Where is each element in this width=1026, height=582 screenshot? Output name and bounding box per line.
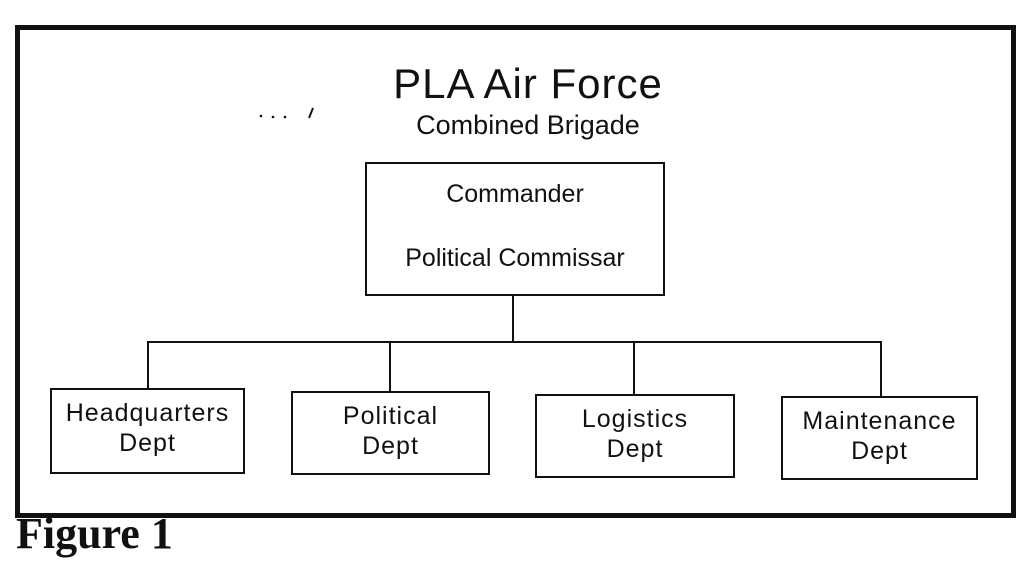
connector-drop-political xyxy=(389,341,391,391)
dept-name: Logistics xyxy=(581,405,689,433)
dept-name: Political xyxy=(342,402,439,430)
dept-name: Maintenance xyxy=(802,407,957,435)
dept-name: Headquarters xyxy=(65,399,230,427)
figure-caption: Figure 1 xyxy=(16,509,173,558)
dept-suffix: Dept xyxy=(362,432,419,460)
command-box: Commander Political Commissar xyxy=(365,162,665,296)
stray-ink-marks xyxy=(259,107,314,119)
dept-suffix: Dept xyxy=(606,435,664,463)
dept-box-political: Political Dept xyxy=(291,391,490,475)
diagram-frame xyxy=(15,25,1016,518)
connector-trunk xyxy=(512,296,514,342)
connector-drop-maintenance xyxy=(880,341,882,396)
political-commissar-label: Political Commissar xyxy=(405,244,625,272)
dept-suffix: Dept xyxy=(119,429,176,457)
diagram-title: PLA Air Force xyxy=(393,60,663,107)
commander-label: Commander xyxy=(446,180,584,208)
dept-box-logistics: Logistics Dept xyxy=(535,394,735,478)
dept-suffix: Dept xyxy=(851,437,908,465)
connector-bus xyxy=(147,341,882,343)
connector-drop-headquarters xyxy=(147,341,149,388)
diagram-subtitle: Combined Brigade xyxy=(416,110,640,140)
connector-drop-logistics xyxy=(633,341,635,394)
dept-box-headquarters: Headquarters Dept xyxy=(50,388,245,474)
dept-box-maintenance: Maintenance Dept xyxy=(781,396,978,480)
